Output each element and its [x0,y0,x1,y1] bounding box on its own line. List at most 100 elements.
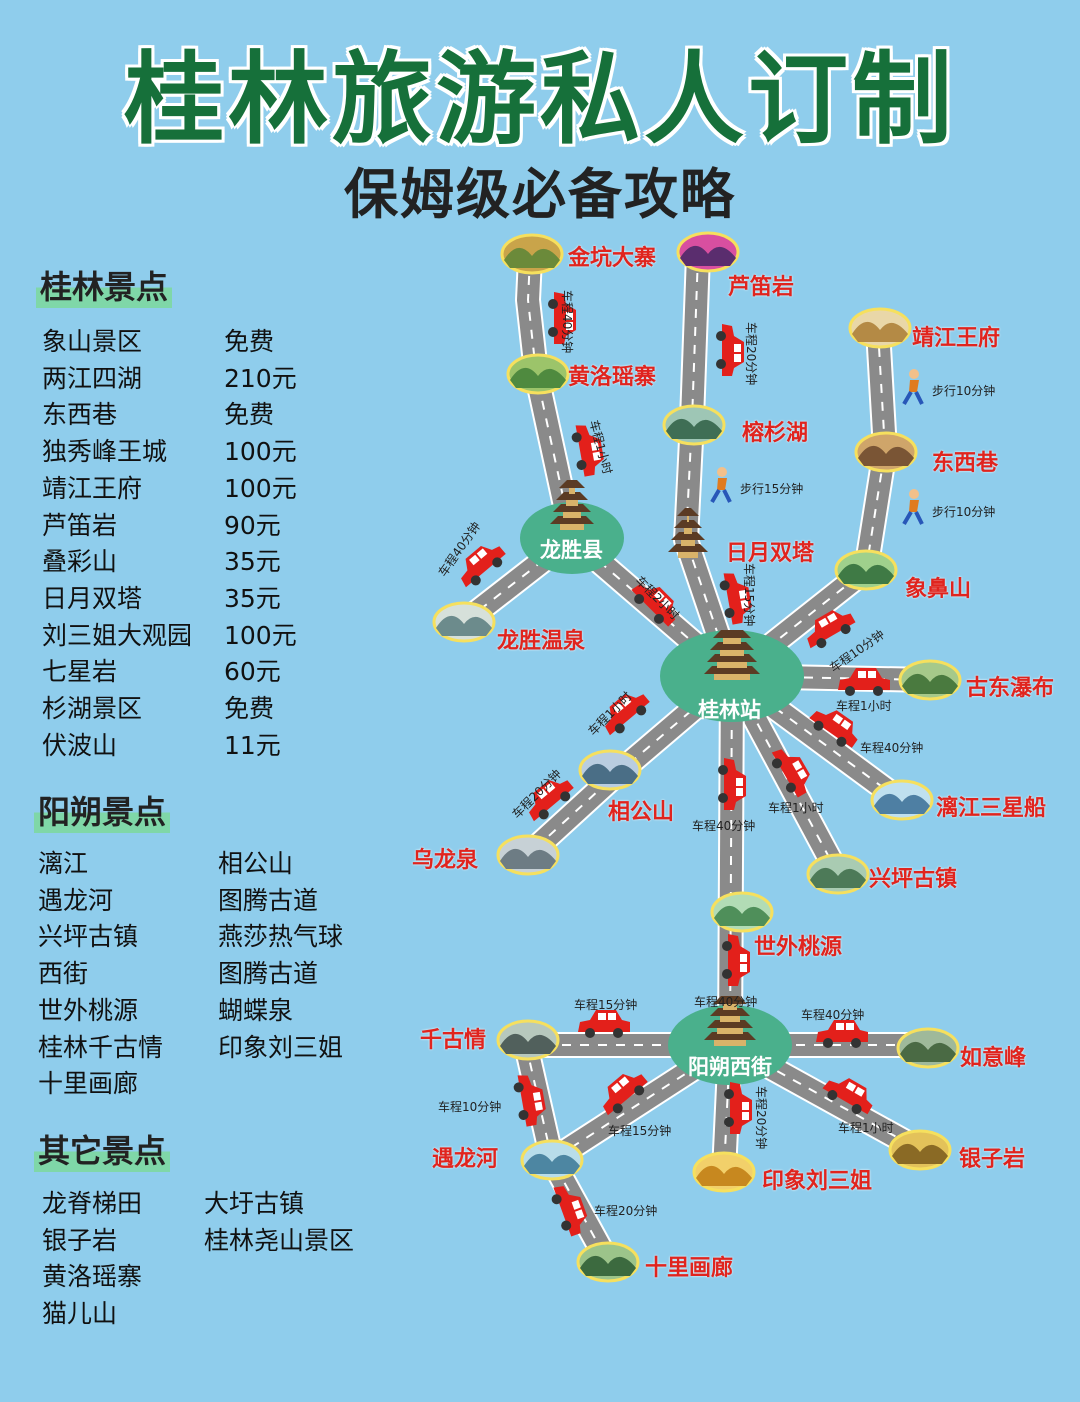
spot-price: 11元 [224,730,281,760]
spot-photo-lijiang [870,779,934,821]
price-row: 象山景区免费 [42,324,297,361]
spot-label-yulong: 遇龙河 [432,1147,499,1172]
road-jingjiang-dash [731,329,887,677]
spot-name: 燕莎热气球 [218,922,344,952]
walker-icon-rongshan [710,467,732,504]
spot-name: 杉湖景区 [42,694,143,724]
time-qiangu: 车程15分钟 [574,998,638,1012]
spot-label-yinxiang: 印象刘三姐 [762,1169,873,1194]
price-row: 七星岩 60元 [42,654,297,691]
price-row: 伏波山 11元 [42,728,297,765]
spot-label-huangluo: 黄洛瑶寨 [568,365,657,390]
spot-photo-huangluo [506,353,570,395]
car-icon-yinzi [822,1078,873,1115]
car-icon-longsheng [631,584,676,627]
spot-label-jinkeng: 金坑大寨 [568,246,657,271]
spot-name: 相公山 [218,849,294,878]
longsheng-tower-icon [550,480,594,530]
car-icon-yulong1 [513,1075,546,1127]
spot-label-qiangu: 千古情 [420,1028,487,1053]
time-riyue: 车程15分钟 [742,563,756,627]
spot-label-yinzi: 银子岩 [959,1147,1026,1172]
spot-price: 35元 [224,547,281,577]
spot-photo-wulong [496,834,560,876]
car-icon-ludi [716,324,744,376]
time-yulong2: 车程15分钟 [608,1124,672,1138]
list-item: 兴坪古镇燕莎热气球 [38,919,343,956]
spot-name: 伏波山 [42,730,118,760]
spot-price: 35元 [224,583,281,613]
spot-photo-yulong [520,1139,584,1181]
spot-price: 免费 [224,400,275,430]
spot-label-jingjiang: 靖江王府 [912,326,1001,351]
spot-price: 100元 [224,437,297,467]
time-jingjiang: 步行10分钟 [932,384,996,398]
car-icon-wulong [529,780,574,822]
list-item: 世外桃源 蝴蝶泉 [38,993,343,1030]
spot-name: 大圩古镇 [204,1189,305,1218]
time-ludi: 车程20分钟 [744,322,758,386]
spot-photo-xiangbi [834,549,898,591]
list-item: 龙脊梯田大圩古镇 [42,1186,354,1223]
list-item: 黄洛瑶寨 [42,1259,354,1296]
time-jinkeng: 车程40分钟 [560,290,574,354]
spot-photo-jinkeng [500,233,564,275]
list-item: 西街 图腾古道 [38,956,343,993]
spot-label-wulong: 乌龙泉 [412,848,479,873]
spot-photo-qiangu [496,1019,560,1061]
spot-name: 东西巷 [42,400,118,430]
walker-icon-dongxi [902,489,924,526]
spot-label-gudong: 古东瀑布 [966,676,1055,701]
spot-price: 100元 [224,620,297,650]
spot-name: 两江四湖 [42,363,143,393]
spot-name: 图腾古道 [218,959,319,989]
spot-photo-dongxi [854,431,918,473]
spot-photo-gudong [898,659,962,701]
car-icon-huangluo [571,425,604,477]
spot-photo-yinxiang [692,1151,756,1193]
car-icon-qiangu [578,1010,630,1038]
spot-photo-ludi [676,231,740,273]
spot-price: 90元 [224,510,281,540]
spot-label-xianggong: 相公山 [608,800,675,825]
road-wulong-dash [527,675,733,856]
spot-name: 猫儿山 [42,1299,118,1329]
spot-label-lijiang: 漓江三星船 [936,796,1047,821]
spot-label-riyue: 日月双塔 [726,541,815,566]
spot-name: 十里画廊 [38,1069,139,1099]
time-shiwai: 车程40分钟 [694,995,758,1009]
list-item: 桂林千古情 印象刘三姐 [38,1030,343,1067]
time-yangshuo: 车程40分钟 [692,819,756,833]
spot-name: 世外桃源 [38,995,139,1025]
other-spot-list: 龙脊梯田大圩古镇银子岩桂林尧山景区黄洛瑶寨猫儿山 [42,1186,354,1333]
time-ruyi: 车程40分钟 [801,1008,865,1022]
spot-label-xiangbi: 象鼻山 [905,577,972,602]
spot-price: 60元 [224,657,281,687]
hub-label-longsheng: 龙胜县 [540,538,603,562]
price-row: 独秀峰王城 100元 [42,434,297,471]
spot-name: 西街 [38,959,89,989]
road-ludi [675,244,743,687]
walker-icon-jingjiang [902,369,924,406]
road-gudong-dash [731,675,931,681]
spot-name: 桂林千古情 [38,1032,164,1062]
time-xingping: 车程1小时 [768,801,824,815]
car-icon-longsheng-hot [461,546,506,588]
spot-name: 七星岩 [42,657,118,687]
spot-name: 独秀峰王城 [42,437,168,467]
road-jinkeng-dash [526,257,573,539]
spot-name: 蝴蝶泉 [218,995,294,1025]
spot-photo-shiwai [710,891,774,933]
spot-photo-rongshan [662,404,726,446]
spot-photo-longsheng-hot [432,601,496,643]
time-yulong1: 车程10分钟 [438,1100,502,1114]
list-item: 漓江相公山 [38,846,343,883]
spot-name: 印象刘三姐 [218,1032,344,1062]
price-row: 东西巷 免费 [42,397,297,434]
yangshuo-gate-icon [704,996,756,1046]
